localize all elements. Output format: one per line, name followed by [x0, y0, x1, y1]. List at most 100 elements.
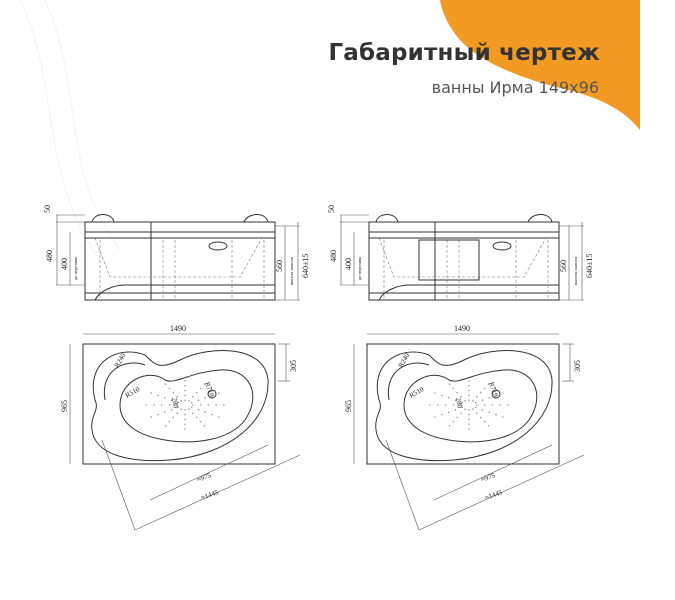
- overflow-icon: [208, 241, 228, 251]
- jet-dot: [468, 399, 470, 402]
- jet-dot: [176, 412, 178, 415]
- jet-dot: [153, 404, 155, 406]
- dim-total-height: 640±15: [585, 254, 594, 278]
- jet-dot: [163, 411, 166, 414]
- dim-280: 280: [170, 397, 180, 409]
- jet-dot: [452, 420, 455, 423]
- jet-dot: [180, 400, 182, 402]
- jet-dot: [441, 413, 443, 416]
- dim-overflow-height: 400: [60, 258, 69, 270]
- jet-dot: [184, 399, 186, 402]
- dim-280: 280: [454, 397, 464, 409]
- jet-dot: [483, 404, 486, 406]
- jet-dot: [184, 394, 186, 397]
- dim-corner-depth: 305: [289, 360, 298, 372]
- jet-dot: [454, 399, 457, 402]
- headrest-right: [243, 214, 269, 223]
- jet-dots: [145, 380, 225, 430]
- jet-dot: [479, 391, 482, 394]
- jet-dot: [192, 395, 194, 398]
- dim-width: 965: [60, 400, 69, 412]
- jet-dot: [481, 409, 484, 411]
- jet-dot: [488, 411, 491, 414]
- jet-dot: [452, 404, 455, 406]
- jet-dot: [479, 416, 482, 419]
- jet-dot: [483, 387, 486, 390]
- dim-inner-length: ≈975: [480, 471, 497, 484]
- dim-diagonal-length: ≈1445: [484, 488, 504, 502]
- jet-dot: [461, 406, 464, 409]
- jet-dot: [168, 420, 171, 423]
- jet-dot: [215, 404, 217, 406]
- jet-dot: [168, 387, 171, 390]
- dim-total-height: 640±15: [301, 254, 310, 278]
- dim-length: 1490: [454, 324, 470, 333]
- jet-dot: [164, 383, 167, 386]
- jet-dot: [444, 404, 447, 406]
- jet-dot: [472, 408, 474, 410]
- jet-dot: [180, 408, 182, 410]
- jet-dot: [447, 397, 450, 399]
- dim-r710: R710: [203, 381, 216, 398]
- jet-dot: [204, 397, 207, 399]
- jet-dot: [199, 387, 202, 390]
- jet-dot: [177, 401, 180, 404]
- tub-inner-basin: [119, 369, 254, 443]
- dim-height-to-rim: 480: [45, 250, 54, 262]
- drain-icon: [491, 389, 501, 399]
- jet-dot: [197, 399, 200, 402]
- jet-dot: [474, 401, 477, 404]
- dim-length: 1490: [170, 324, 186, 333]
- jet-dot: [447, 411, 450, 414]
- drawing-set-left: 50 480 400 до перелива 560 высота панели…: [43, 205, 310, 531]
- drawing-set-right: 50 480 400 до перелива 560 высота панели…: [327, 205, 594, 531]
- plan-view: 1490 965 305 R240 R510 R710 280 ≈975 ≈14…: [344, 324, 585, 531]
- jet-dot: [468, 385, 470, 387]
- dim-rim: 50: [327, 205, 336, 213]
- jet-dot: [468, 409, 470, 411]
- plan-outline: [82, 343, 276, 465]
- jet-dot: [501, 416, 504, 418]
- jet-dot: [468, 423, 470, 426]
- dim-diagonal-length: ≈1445: [200, 488, 220, 502]
- jet-dot: [163, 397, 166, 399]
- jet-dot: [157, 413, 159, 416]
- jet-dot: [199, 420, 202, 423]
- tub-outer-rim: [91, 350, 269, 462]
- jet-dot: [468, 380, 470, 382]
- jet-dot: [177, 406, 180, 409]
- jet-dot: [460, 395, 462, 398]
- jet-dot: [468, 418, 470, 421]
- jet-dot: [464, 408, 466, 410]
- headrest-left: [375, 214, 399, 223]
- jet-dot: [172, 391, 175, 394]
- jet-dot: [487, 424, 490, 427]
- jet-dot: [184, 413, 186, 416]
- jet-dot: [176, 395, 178, 398]
- jet-dot: [211, 413, 213, 416]
- jet-dot: [192, 412, 194, 415]
- dim-panel-height: 560: [559, 260, 568, 272]
- headrest-left: [91, 214, 115, 223]
- jet-dot: [195, 391, 198, 394]
- jet-dot: [188, 400, 190, 402]
- side-view-body: [84, 221, 276, 301]
- jet-dot: [184, 423, 186, 426]
- dim-panel-height: 560: [275, 260, 284, 272]
- side-view: 50 480 400 до перелива 560 высота панели…: [43, 205, 310, 301]
- jet-dot: [203, 383, 206, 386]
- drain-icon: [207, 389, 217, 399]
- jet-dot: [468, 413, 470, 416]
- jet-dot: [170, 409, 173, 411]
- jet-dot: [491, 404, 494, 406]
- jet-dot: [150, 416, 153, 418]
- jet-dot: [468, 389, 470, 392]
- jet-dot: [157, 394, 159, 397]
- jet-dot: [429, 404, 431, 406]
- jet-dot: [460, 412, 462, 415]
- dim-rim: 50: [43, 205, 52, 213]
- jet-dot: [160, 404, 163, 406]
- overflow-icon: [492, 241, 512, 251]
- jet-dot: [472, 400, 474, 402]
